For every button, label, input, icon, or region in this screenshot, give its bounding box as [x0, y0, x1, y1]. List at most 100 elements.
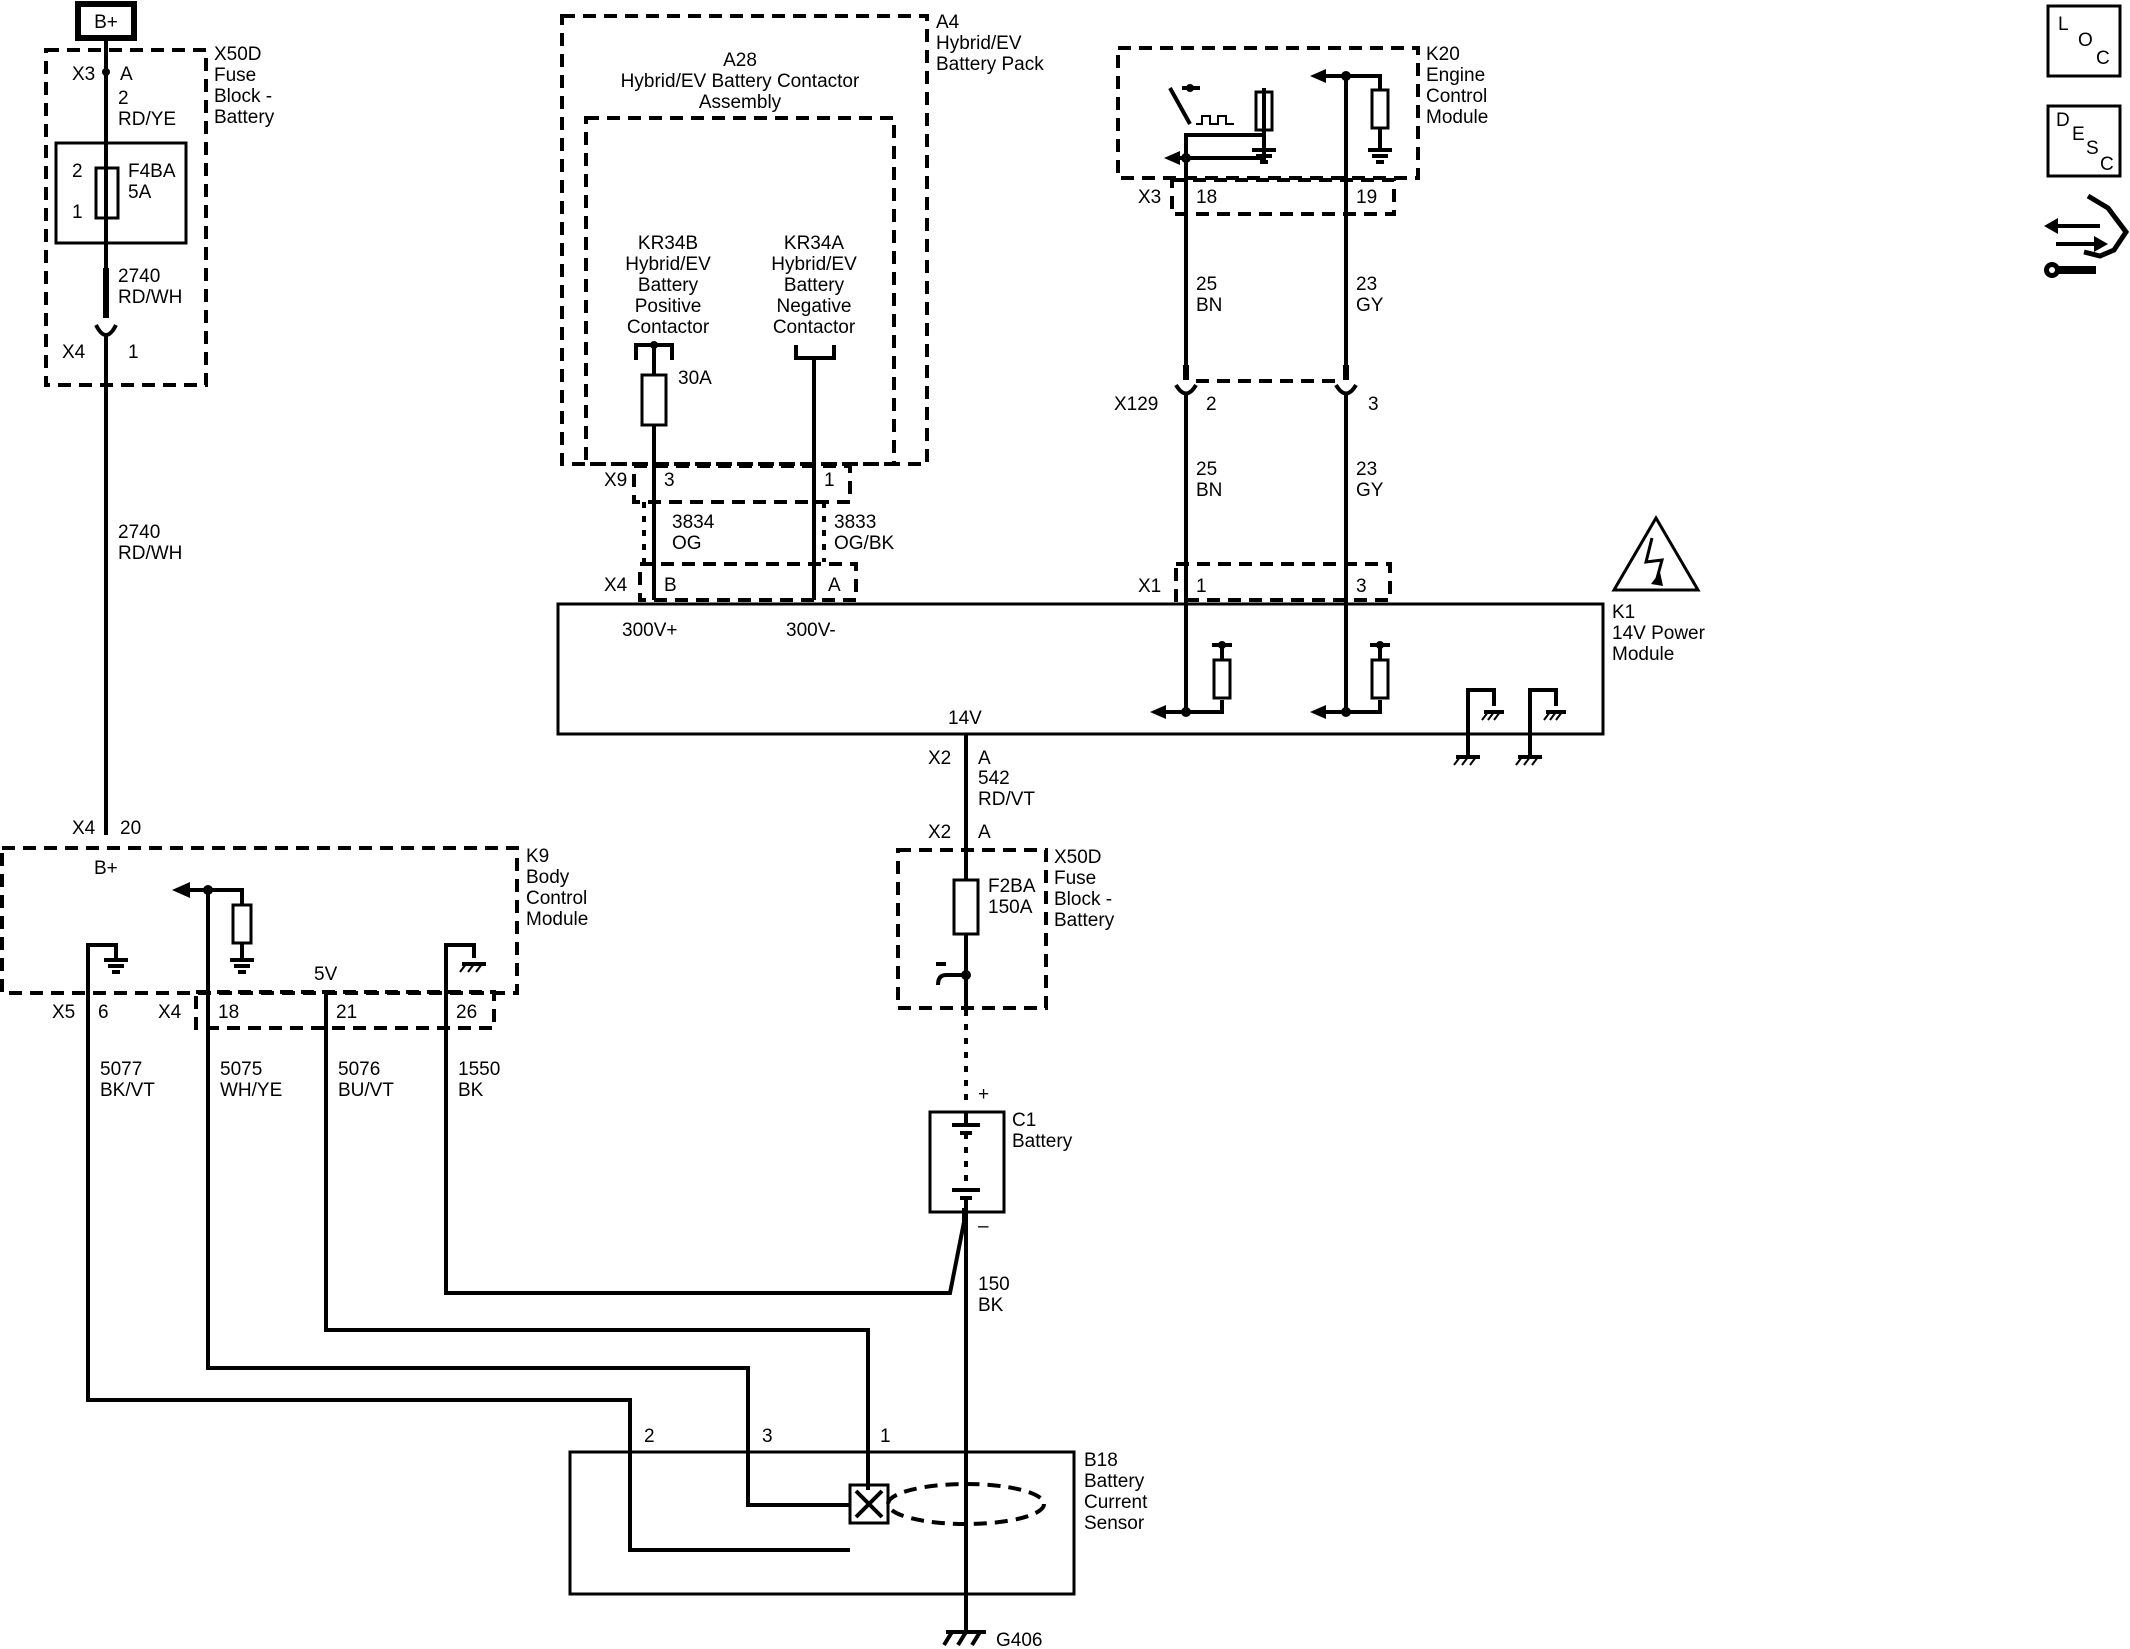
kr34a-negative-contactor: KR34A Hybrid/EV Battery Negative Contact… — [771, 233, 857, 600]
k1-l1: 14V Power — [1612, 623, 1706, 644]
k9-pin-26: 26 — [456, 1002, 477, 1023]
a4-l1: Hybrid/EV — [936, 33, 1022, 54]
x1-pin-3: 3 — [1356, 576, 1367, 597]
k20-x3-label: X3 — [1138, 187, 1161, 208]
k1-x4-pin-a: A — [828, 575, 841, 596]
battery-plus: + — [978, 1084, 989, 1105]
wire-rdye: RD/YE — [118, 109, 176, 130]
x9-label: X9 — [604, 470, 627, 491]
x4-top-pin: 1 — [128, 342, 139, 363]
wire-542: 542 — [978, 768, 1010, 789]
wire-gy-a: GY — [1356, 295, 1384, 316]
x129-label: X129 — [1114, 394, 1158, 415]
k9-bplus: B+ — [94, 858, 118, 879]
a28-l2: Assembly — [699, 92, 782, 113]
x9-pin3: 3 — [664, 470, 675, 491]
x2b-label: X2 — [928, 822, 951, 843]
x50d-fuse-block-top: X50D Fuse Block - Battery — [44, 44, 275, 387]
wire-whye: WH/YE — [220, 1080, 282, 1101]
a28-l1: Hybrid/EV Battery Contactor — [621, 71, 860, 92]
wire-5075: 5075 — [220, 1059, 262, 1080]
kr34b-l3: Positive — [635, 296, 702, 317]
wire-bn-a: BN — [1196, 295, 1222, 316]
x50d-top-name: X50D — [214, 44, 262, 65]
k20-engine-control-module: K20 Engine Control Module — [1116, 44, 1488, 180]
c1-battery: C1 Battery — [928, 1110, 1073, 1214]
wire-og: OG — [672, 533, 702, 554]
k9-5v-label: 5V — [314, 964, 338, 985]
x50d-fuse-block-bottom: X50D Fuse Block - Battery F2BA 150A — [896, 847, 1115, 1010]
x50d-bottom-l1: Fuse — [1054, 868, 1096, 889]
a4-l2: Battery Pack — [936, 54, 1044, 75]
k9-x4-pin: 20 — [120, 818, 141, 839]
wire-2: 2 — [118, 88, 129, 109]
k1-300v-plus: 300V+ — [622, 620, 677, 641]
x50d-top-l3: Battery — [214, 107, 275, 128]
x1-pin-1: 1 — [1196, 576, 1207, 597]
wire-rdwh-a: RD/WH — [118, 287, 182, 308]
x50d-bottom-l2: Block - — [1054, 889, 1112, 910]
loc-o: O — [2078, 30, 2093, 51]
fuse-f4ba-pin1: 1 — [72, 202, 83, 223]
desc-c: C — [2100, 154, 2114, 175]
k1-x4-label: X4 — [604, 575, 628, 596]
c1-name: C1 — [1012, 1110, 1036, 1131]
b18-l3: Sensor — [1084, 1513, 1145, 1534]
b18-l1: Battery — [1084, 1471, 1145, 1492]
fuse-f2ba-label: F2BA — [988, 876, 1036, 897]
wire-rdwh-b: RD/WH — [118, 543, 182, 564]
wire-1550: 1550 — [458, 1059, 500, 1080]
wire-23-b: 23 — [1356, 459, 1377, 480]
k1-x4-pin-b: B — [664, 575, 677, 596]
a28-name: A28 — [723, 50, 757, 71]
x129-pin-2: 2 — [1206, 394, 1217, 415]
k9-x5-label: X5 — [52, 1002, 75, 1023]
x3-connector-label: X3 — [72, 64, 95, 85]
k9-name: K9 — [526, 846, 549, 867]
wire-bn-b: BN — [1196, 480, 1222, 501]
high-voltage-warning-icon — [1611, 515, 1701, 592]
b18-pin-3: 3 — [762, 1426, 773, 1447]
kr34a-name: KR34A — [784, 233, 845, 254]
kr34a-l3: Negative — [777, 296, 852, 317]
wire-5076: 5076 — [338, 1059, 380, 1080]
connector-repair-icon[interactable] — [2044, 193, 2130, 278]
k1-name: K1 — [1612, 602, 1635, 623]
x4-top-label: X4 — [62, 342, 86, 363]
kr34b-l1: Hybrid/EV — [625, 254, 711, 275]
k9-l1: Body — [526, 867, 570, 888]
battery-minus: – — [978, 1216, 989, 1237]
kr34b-l4: Contactor — [627, 317, 710, 338]
x1-label: X1 — [1138, 576, 1161, 597]
location-view-button[interactable]: L O C — [2046, 4, 2122, 78]
kr34b-positive-contactor: KR34B Hybrid/EV Battery Positive Contact… — [625, 233, 712, 427]
k20-name: K20 — [1426, 44, 1460, 65]
x2a-label: X2 — [928, 748, 951, 769]
k9-pin-6: 6 — [98, 1002, 109, 1023]
kr34a-l2: Battery — [784, 275, 845, 296]
wire-buvt: BU/VT — [338, 1080, 394, 1101]
loc-c: C — [2096, 48, 2110, 69]
wire-2740-a: 2740 — [118, 266, 160, 287]
wire-23-a: 23 — [1356, 274, 1377, 295]
k9-x4b-label: X4 — [158, 1002, 182, 1023]
x50d-top-l2: Block - — [214, 86, 272, 107]
k20-l3: Module — [1426, 107, 1488, 128]
wire-3834: 3834 — [672, 512, 715, 533]
description-view-button[interactable]: D E S C — [2046, 104, 2122, 178]
k20-pin-18: 18 — [1196, 187, 1217, 208]
wire-gy-b: GY — [1356, 480, 1384, 501]
x129-pin-3: 3 — [1368, 394, 1379, 415]
fuse-f4ba-rating: 5A — [128, 182, 152, 203]
k1-14v-label: 14V — [948, 708, 982, 729]
desc-e: E — [2072, 124, 2085, 145]
g406-label: G406 — [996, 1630, 1042, 1649]
wire-5077: 5077 — [100, 1059, 142, 1080]
fuse-30a: 30A — [678, 368, 712, 389]
wire-bkvt: BK/VT — [100, 1080, 155, 1101]
wire-3833: 3833 — [834, 512, 876, 533]
x50d-bottom-l3: Battery — [1054, 910, 1115, 931]
x3-pin-a: A — [120, 64, 133, 85]
fuse-f4ba-label: F4BA — [128, 161, 176, 182]
